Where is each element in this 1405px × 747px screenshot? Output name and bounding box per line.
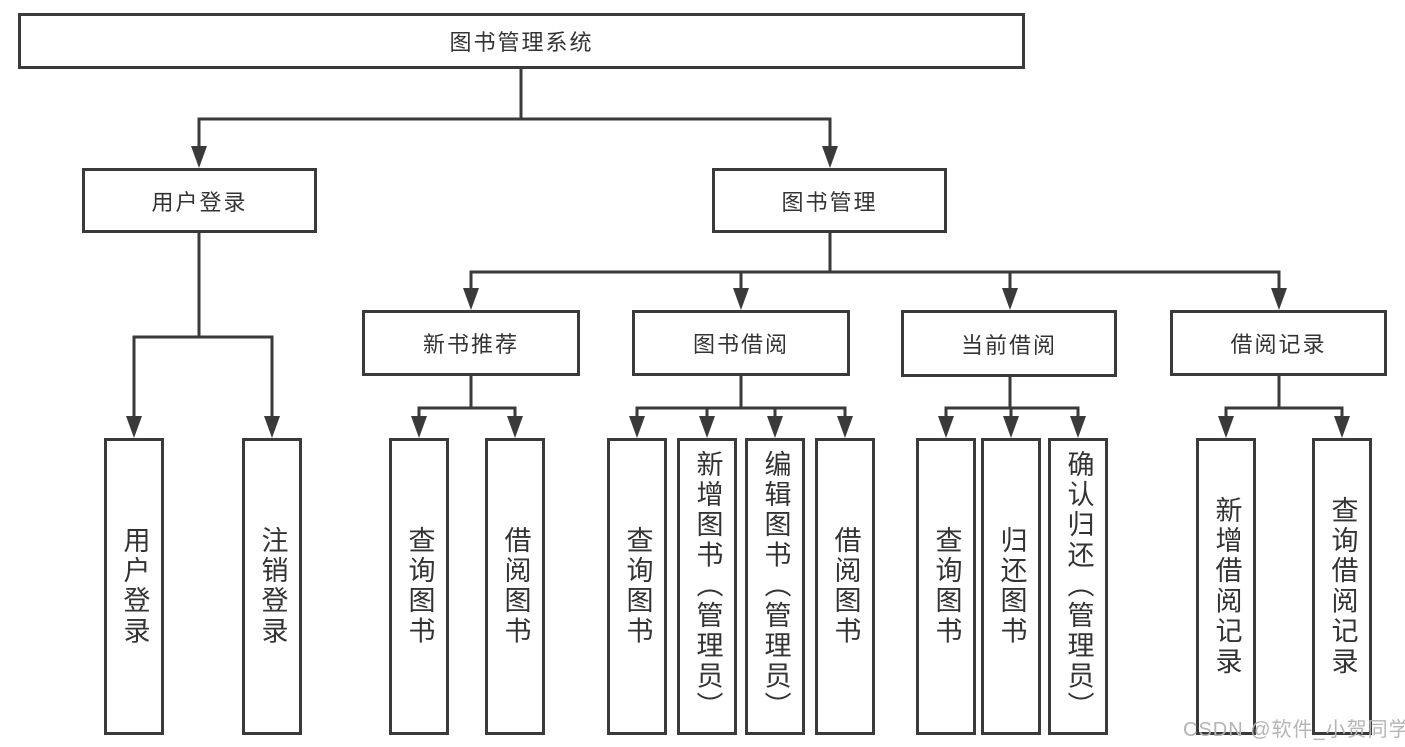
leaf-nb-query-books: 查询图书: [389, 438, 449, 735]
arrow-down-icon: [699, 416, 715, 438]
leaf-label: 确认归还（管理员）: [1063, 450, 1094, 723]
node-book-borrowing: 图书借阅: [632, 310, 850, 376]
leaf-label: 编辑图书（管理员）: [760, 450, 791, 723]
arrow-down-icon: [837, 416, 853, 438]
node-user-login: 用户登录: [82, 168, 317, 233]
leaf-user-login: 用户登录: [104, 438, 164, 735]
arrow-down-icon: [1218, 416, 1234, 438]
leaf-label: 归还图书: [996, 526, 1027, 647]
leaf-cb-query-books: 查询图书: [916, 438, 976, 735]
leaf-cb-confirm-return-admin: 确认归还（管理员）: [1048, 438, 1108, 735]
node-current-borrowing: 当前借阅: [901, 310, 1117, 377]
leaf-label: 查询图书: [622, 526, 653, 647]
leaf-label: 查询图书: [404, 526, 435, 647]
arrow-down-icon: [1003, 416, 1019, 438]
arrow-down-icon: [1334, 416, 1350, 438]
leaf-br-query-record: 查询借阅记录: [1312, 438, 1372, 735]
node-label: 用户登录: [151, 189, 248, 215]
arrow-down-icon: [507, 416, 523, 438]
leaf-label: 借阅图书: [500, 526, 531, 647]
node-label: 新书推荐: [422, 332, 519, 357]
leaf-cb-return-books: 归还图书: [981, 438, 1041, 735]
leaf-label: 新增借阅记录: [1211, 495, 1242, 678]
leaf-bb-add-books-admin: 新增图书（管理员）: [677, 438, 737, 735]
arrow-down-icon: [1002, 288, 1018, 310]
leaf-logout: 注销登录: [242, 438, 302, 735]
leaf-bb-edit-books-admin: 编辑图书（管理员）: [745, 438, 805, 735]
arrow-down-icon: [1271, 288, 1287, 310]
leaf-nb-borrow-books: 借阅图书: [485, 438, 545, 735]
arrow-down-icon: [463, 288, 479, 310]
arrow-down-icon: [938, 416, 954, 438]
node-label: 当前借阅: [960, 332, 1057, 358]
arrow-down-icon: [126, 416, 142, 438]
arrow-down-icon: [629, 416, 645, 438]
leaf-label: 查询借阅记录: [1327, 495, 1358, 678]
node-book-management: 图书管理: [712, 168, 947, 233]
leaf-label: 用户登录: [119, 526, 150, 647]
node-new-book-recommend: 新书推荐: [362, 310, 580, 376]
arrow-down-icon: [411, 416, 427, 438]
leaf-label: 查询图书: [931, 526, 962, 647]
leaf-label: 注销登录: [257, 526, 288, 647]
arrow-down-icon: [191, 146, 207, 168]
leaf-bb-borrow-books: 借阅图书: [815, 438, 875, 735]
leaf-label: 借阅图书: [830, 526, 861, 647]
node-label: 图书管理: [781, 189, 878, 215]
arrow-down-icon: [822, 146, 838, 168]
leaf-bb-query-books: 查询图书: [607, 438, 667, 735]
arrow-down-icon: [264, 416, 280, 438]
node-label: 借阅记录: [1230, 332, 1327, 357]
node-system-root: 图书管理系统: [18, 13, 1025, 69]
arrow-down-icon: [733, 288, 749, 310]
node-borrowing-records: 借阅记录: [1170, 310, 1387, 376]
node-label: 图书管理系统: [449, 30, 594, 55]
leaf-br-add-record: 新增借阅记录: [1196, 438, 1256, 735]
watermark-text: CSDN @软件_小贺同学: [1183, 719, 1405, 741]
arrow-down-icon: [1070, 416, 1086, 438]
arrow-down-icon: [767, 416, 783, 438]
leaf-label: 新增图书（管理员）: [692, 450, 723, 723]
node-label: 图书借阅: [692, 332, 789, 357]
